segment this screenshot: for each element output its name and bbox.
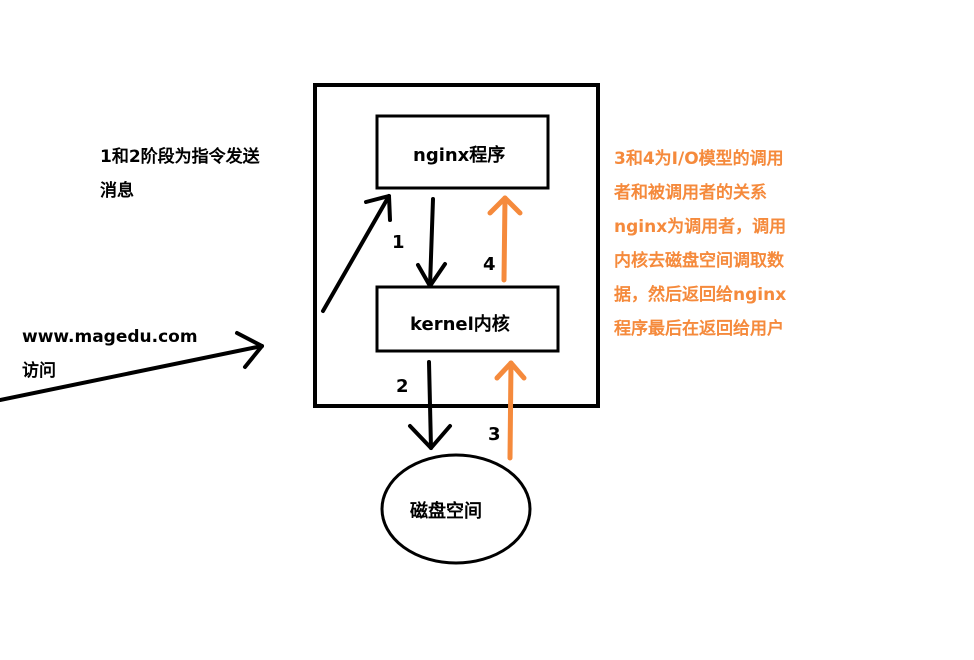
arrow-step-2 [408, 360, 452, 450]
io-model-note-line-3: nginx为调用者，调用 [614, 217, 787, 237]
nginx-box [375, 114, 550, 190]
client-request-arrow [0, 331, 264, 402]
io-model-note-line-2: 者和被调用者的关系 [614, 183, 767, 203]
kernel-box [375, 285, 560, 353]
visit-note-line-2: 访问 [22, 361, 56, 381]
visit-note: www.magedu.com 访问 [22, 320, 198, 388]
io-model-note-line-5: 据，然后返回给nginx [614, 285, 787, 305]
entry-arrow [321, 194, 392, 313]
io-model-note-line-4: 内核去磁盘空间调取数 [614, 251, 784, 271]
io-model-note-line-6: 程序最后在返回给用户 [614, 319, 784, 339]
phase-note-line-1: 1和2阶段为指令发送 [100, 147, 260, 167]
phase-note: 1和2阶段为指令发送 消息 [100, 140, 260, 208]
io-model-note: 3和4为I/O模型的调用 者和被调用者的关系 nginx为调用者，调用 内核去磁… [614, 142, 834, 346]
visit-note-line-1: www.magedu.com [22, 327, 198, 347]
nginx-box-label: nginx程序 [413, 145, 506, 166]
disk-ellipse [380, 453, 532, 565]
arrow-step-4 [487, 195, 523, 283]
io-model-note-line-1: 3和4为I/O模型的调用 [614, 149, 784, 169]
arrow-step-3 [494, 360, 527, 461]
step-3-label: 3 [488, 424, 501, 445]
server-frame [313, 83, 600, 408]
step-1-label: 1 [392, 232, 405, 253]
phase-note-line-2: 消息 [100, 181, 134, 201]
kernel-box-label: kernel内核 [410, 314, 510, 335]
disk-label: 磁盘空间 [410, 501, 482, 522]
step-4-label: 4 [483, 254, 496, 275]
arrow-step-1 [416, 197, 447, 288]
step-2-label: 2 [396, 376, 409, 397]
